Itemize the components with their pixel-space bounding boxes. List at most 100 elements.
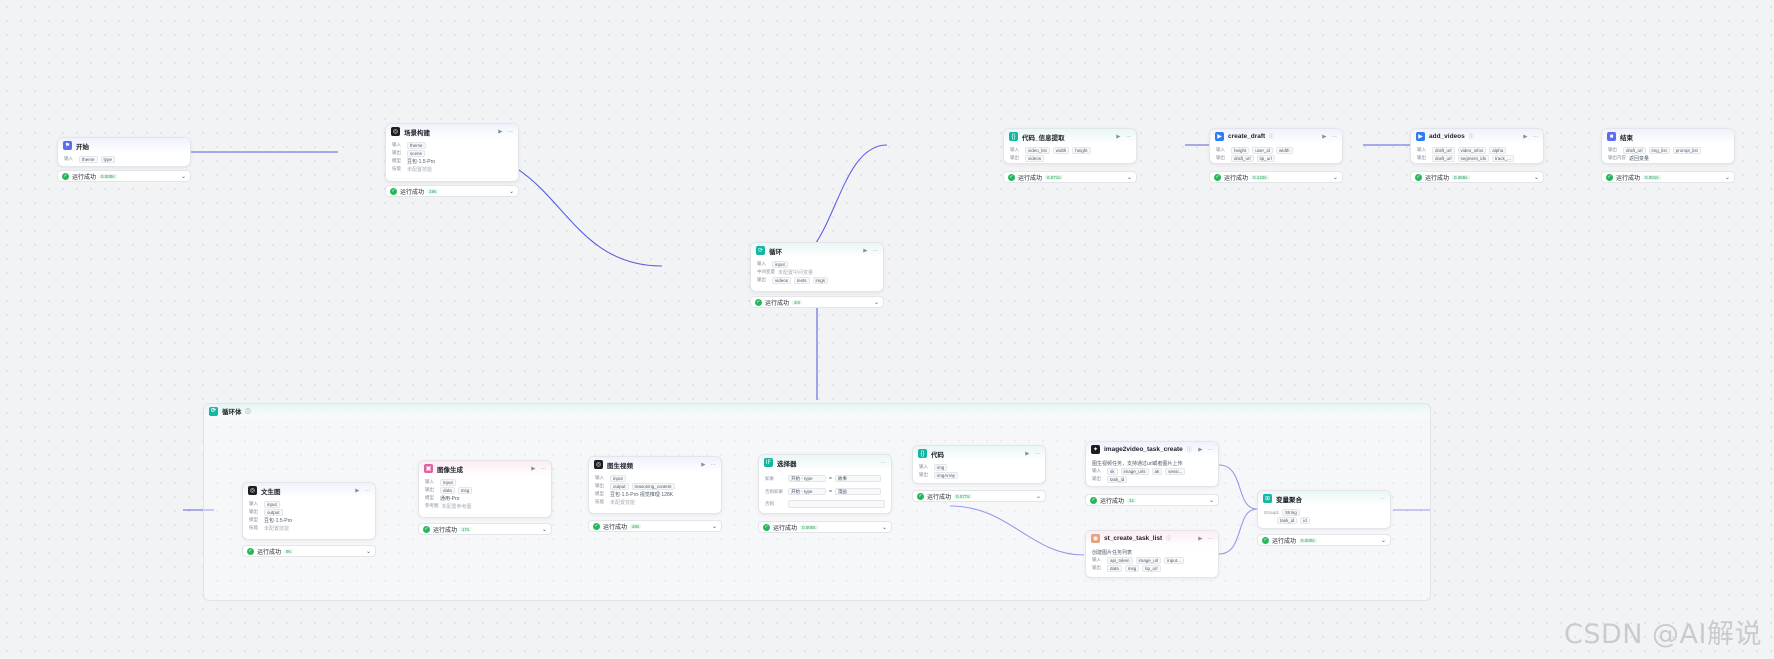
check-icon: ✓: [1606, 173, 1613, 181]
run-icon[interactable]: ▶: [1198, 535, 1203, 542]
empty-text: 未配置中间变量: [778, 269, 814, 276]
chevron-down-icon[interactable]: ⌄: [1533, 174, 1539, 181]
watermark: CSDN @AI解说: [1564, 619, 1762, 650]
param-tag: msg: [457, 486, 473, 494]
status-add-videos[interactable]: ✓ 运行成功 0.365s ⌄: [1410, 171, 1544, 183]
more-icon[interactable]: ···: [540, 465, 547, 472]
status-end[interactable]: ✓ 运行成功 0.001s ⌄: [1601, 171, 1735, 183]
run-icon[interactable]: ▶: [498, 128, 503, 135]
node-create-draft[interactable]: ▶ create_draft ⓘ ▶··· 输入 height user_id …: [1209, 128, 1343, 164]
param-tag: prompt_list: [1672, 146, 1701, 154]
status-loop[interactable]: ✓ 运行成功 4m ⌄: [750, 296, 884, 308]
run-icon[interactable]: ▶: [701, 461, 706, 468]
status-text: 运行成功: [773, 525, 798, 532]
more-icon[interactable]: ···: [1034, 450, 1041, 457]
run-icon[interactable]: ▶: [1025, 450, 1030, 457]
more-icon[interactable]: ···: [1207, 535, 1214, 542]
chevron-down-icon[interactable]: ⌄: [1380, 537, 1386, 544]
status-create-draft[interactable]: ✓ 运行成功 0.122s ⌄: [1209, 171, 1343, 183]
more-icon[interactable]: ···: [1125, 133, 1132, 140]
chevron-down-icon[interactable]: ⌄: [873, 299, 879, 306]
chevron-down-icon[interactable]: ⌄: [1332, 174, 1338, 181]
node-st-create[interactable]: ◉ st_create_task_list ⓘ ▶··· 创建图片任务列表 输入…: [1085, 530, 1219, 578]
param-tag: videos: [772, 276, 792, 284]
node-title: image2video_task_create: [1104, 446, 1183, 453]
row-label: 输入: [425, 479, 434, 484]
chevron-down-icon[interactable]: ⌄: [1724, 174, 1730, 181]
row-label: 输出: [919, 472, 928, 477]
more-icon[interactable]: ···: [1331, 133, 1338, 140]
edge: [949, 505, 1085, 556]
param-tag: width: [1276, 146, 1293, 154]
duration-badge: 0.000s: [1299, 537, 1317, 543]
status-start[interactable]: ✓ 运行成功 0.000s ⌄: [57, 170, 191, 182]
chevron-down-icon[interactable]: ⌄: [1126, 174, 1132, 181]
chevron-down-icon[interactable]: ⌄: [365, 548, 371, 555]
status-selector[interactable]: ✓ 运行成功 0.000s ⌄: [758, 521, 892, 533]
status-image-gen[interactable]: ✓ 运行成功 17s ⌄: [418, 523, 552, 535]
chevron-down-icon[interactable]: ⌄: [180, 173, 186, 180]
param-tag: imgArray: [934, 471, 959, 479]
param-tag: img_list: [1648, 146, 1670, 154]
param-tag: String: [1282, 508, 1300, 516]
status-code[interactable]: ✓ 运行成功 0.077s ⌄: [912, 490, 1046, 502]
chevron-down-icon[interactable]: ⌄: [881, 524, 887, 531]
more-icon[interactable]: ···: [507, 128, 514, 135]
node-title: 图生视频: [607, 462, 633, 470]
chevron-down-icon[interactable]: ⌄: [711, 523, 717, 530]
run-icon[interactable]: ▶: [1116, 133, 1121, 140]
run-icon[interactable]: ▶: [863, 247, 868, 254]
status-video-prompt[interactable]: ✓ 运行成功 28s ⌄: [588, 520, 722, 532]
more-icon[interactable]: ···: [364, 487, 371, 494]
status-text-gen[interactable]: ✓ 运行成功 9s ⌄: [242, 545, 376, 557]
status-i2v-create[interactable]: ✓ 运行成功 1s ⌄: [1085, 494, 1219, 506]
chevron-down-icon[interactable]: ⌄: [541, 526, 547, 533]
duration-badge: 1s: [1127, 497, 1136, 503]
duration-badge: 0.071s: [1045, 174, 1063, 180]
param-tag: height: [1072, 146, 1091, 154]
more-icon[interactable]: ···: [710, 461, 717, 468]
condition-left: 开始 - type: [788, 475, 826, 482]
run-icon[interactable]: ▶: [355, 487, 360, 494]
skill-text: 未配置技能: [610, 499, 636, 506]
more-icon[interactable]: ···: [1207, 446, 1214, 453]
node-code-info[interactable]: {} 代码_信息提取 ▶··· 输入 video_list width heig…: [1003, 128, 1137, 164]
node-start[interactable]: ⚑ 开始 输入 theme type: [57, 137, 191, 167]
param-tag: draft_url: [1231, 154, 1254, 162]
row-label: 输入: [757, 261, 766, 266]
more-icon[interactable]: ···: [1532, 133, 1539, 140]
chevron-down-icon[interactable]: ⌄: [1208, 497, 1214, 504]
more-icon[interactable]: ···: [872, 247, 879, 254]
node-selector[interactable]: IF 选择器 ··· 如果 开始 - type = 故事 否则如果 开始 - t…: [758, 454, 892, 514]
node-i2v-create[interactable]: ✦ image2video_task_create ⓘ ▶··· 图生视频任务，…: [1085, 441, 1219, 487]
status-text: 运行成功: [1224, 175, 1249, 182]
check-icon: ✓: [1262, 536, 1269, 544]
param-tag: theme: [79, 155, 98, 163]
run-icon[interactable]: ▶: [1523, 133, 1528, 140]
run-icon[interactable]: ▶: [1322, 133, 1327, 140]
status-scene[interactable]: ✓ 运行成功 19s ⌄: [385, 185, 519, 197]
status-var-merge[interactable]: ✓ 运行成功 0.000s ⌄: [1257, 534, 1391, 546]
row-label: 输入: [1417, 147, 1426, 152]
check-icon: ✓: [62, 172, 69, 180]
status-text: 运行成功: [72, 174, 97, 181]
node-end[interactable]: ■ 结束 输出 draft_url img_list prompt_list 输…: [1601, 128, 1735, 164]
node-title: 变量聚合: [1276, 496, 1302, 504]
duration-badge: 0.077s: [954, 493, 972, 499]
node-add-videos[interactable]: ▶ add_videos ⓘ ▶··· 输入 draft_url video_i…: [1410, 128, 1544, 164]
chevron-down-icon[interactable]: ⌄: [508, 188, 514, 195]
status-code-info[interactable]: ✓ 运行成功 0.071s ⌄: [1003, 171, 1137, 183]
run-icon[interactable]: ▶: [1198, 446, 1203, 453]
chevron-down-icon[interactable]: ⌄: [1035, 493, 1041, 500]
more-icon[interactable]: ···: [1379, 495, 1386, 502]
more-icon[interactable]: ···: [880, 459, 887, 466]
run-icon[interactable]: ▶: [531, 465, 536, 472]
model-name: 通用-Pro: [440, 495, 460, 502]
